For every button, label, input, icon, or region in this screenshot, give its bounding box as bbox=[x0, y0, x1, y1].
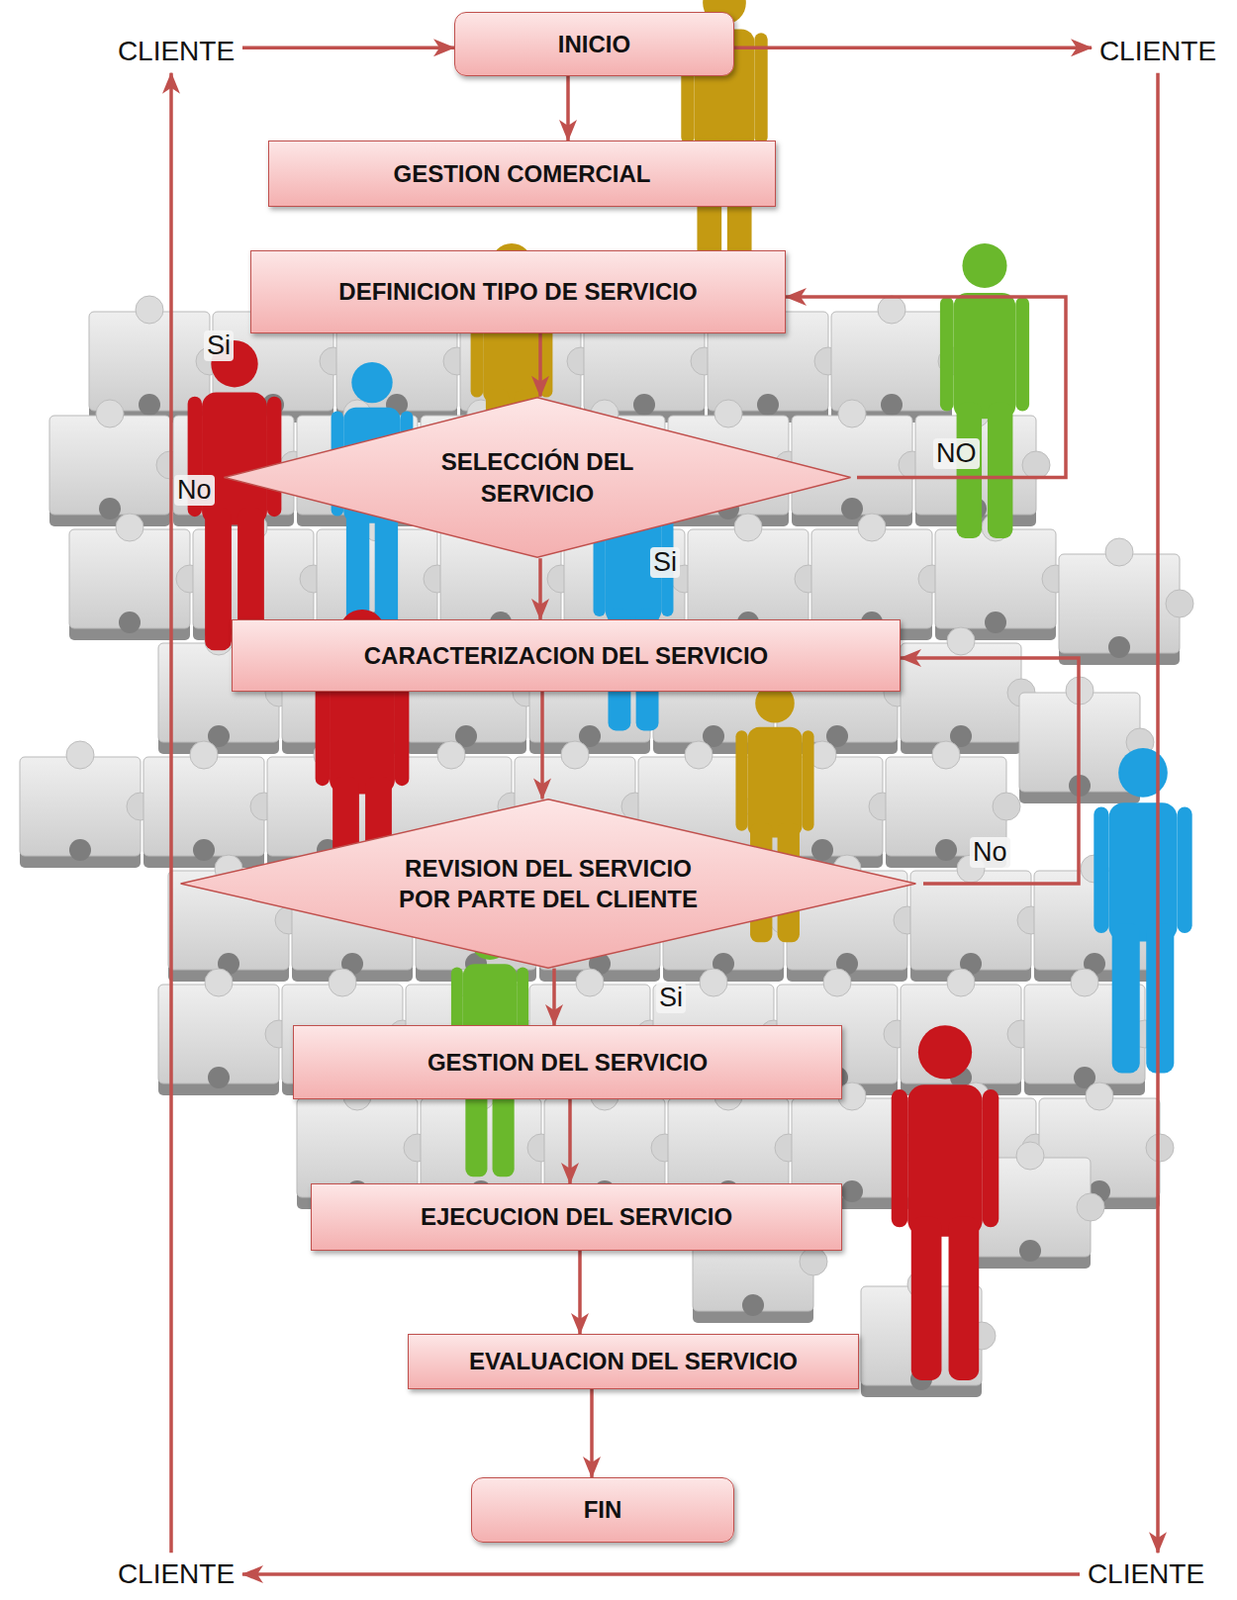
decision-diamond: SELECCIÓN DEL SERVICIO bbox=[217, 395, 857, 560]
step-text: GESTION DEL SERVICIO bbox=[427, 1046, 708, 1078]
puzzle-tiles bbox=[791, 399, 927, 527]
branch-label: No bbox=[174, 475, 215, 506]
step-text: REVISION DEL SERVICIO POR PARTE DEL CLIE… bbox=[387, 853, 710, 915]
client-text: CLIENTE bbox=[1099, 34, 1217, 69]
step-text: DEFINICION TIPO DE SERVICIO bbox=[338, 276, 697, 307]
puzzle-tiles bbox=[49, 399, 185, 527]
branch-label: No bbox=[969, 837, 1011, 868]
branch-label: Si bbox=[656, 982, 686, 1014]
flow-arrow bbox=[540, 691, 545, 799]
process-box: GESTION DEL SERVICIO bbox=[292, 1025, 843, 1100]
client-label: CLIENTE bbox=[109, 29, 243, 74]
people-figures bbox=[940, 243, 1030, 539]
process-box: EVALUACION DEL SERVICIO bbox=[407, 1333, 859, 1390]
flow-arrow bbox=[538, 558, 543, 620]
puzzle-tiles bbox=[19, 741, 155, 868]
flow-arrow bbox=[242, 1572, 1080, 1577]
process-box: DEFINICION TIPO DE SERVICIO bbox=[250, 250, 786, 334]
step-text: SELECCIÓN DEL SERVICIO bbox=[403, 446, 671, 508]
people-figures bbox=[891, 1025, 1000, 1381]
flow-arrow bbox=[589, 1389, 594, 1478]
step-text: CARACTERIZACION DEL SERVICIO bbox=[364, 640, 768, 671]
decision-diamond: REVISION DEL SERVICIO POR PARTE DEL CLIE… bbox=[173, 797, 924, 970]
client-text: CLIENTE bbox=[1087, 1557, 1205, 1592]
client-label: CLIENTE bbox=[1079, 1552, 1213, 1597]
puzzle-tiles bbox=[158, 968, 293, 1096]
branch-label: NO bbox=[933, 438, 980, 470]
client-text: CLIENTE bbox=[117, 1557, 235, 1592]
flow-arrow bbox=[1155, 73, 1160, 1553]
flow-arrow bbox=[538, 333, 543, 397]
flow-arrow bbox=[785, 296, 1066, 478]
puzzle-tiles bbox=[143, 741, 279, 868]
diamond-outline bbox=[217, 395, 857, 560]
diamond-outline bbox=[173, 797, 924, 970]
people-figures bbox=[188, 0, 1193, 1381]
puzzle-tiles bbox=[1058, 538, 1194, 666]
puzzle-tiles bbox=[900, 627, 1036, 755]
flow-arrow bbox=[568, 1099, 572, 1184]
flow-arrow bbox=[900, 658, 1079, 884]
process-box: EJECUCION DEL SERVICIO bbox=[310, 1183, 843, 1251]
flow-arrow bbox=[169, 73, 174, 1553]
puzzle-tiles bbox=[69, 513, 204, 641]
terminal-box: FIN bbox=[471, 1477, 735, 1543]
diamond-outline bbox=[181, 799, 917, 969]
client-text: CLIENTE bbox=[117, 34, 235, 69]
client-label: CLIENTE bbox=[1091, 29, 1225, 74]
step-text: INICIO bbox=[558, 28, 631, 60]
step-text: GESTION COMERCIAL bbox=[392, 158, 651, 190]
flow-arrow bbox=[566, 76, 571, 141]
process-box: CARACTERIZACION DEL SERVICIO bbox=[231, 619, 901, 692]
puzzle-tiles bbox=[910, 855, 1046, 982]
branch-label: Si bbox=[650, 547, 680, 578]
terminal-box: INICIO bbox=[454, 11, 735, 77]
puzzle-tiles bbox=[19, 295, 1194, 1398]
step-text: EVALUACION DEL SERVICIO bbox=[469, 1345, 798, 1377]
flow-arrow bbox=[734, 46, 1092, 51]
flow-arrow bbox=[577, 1250, 582, 1334]
flow-arrow bbox=[552, 968, 557, 1026]
step-text: EJECUCION DEL SERVICIO bbox=[420, 1201, 733, 1233]
branch-label: Si bbox=[203, 330, 234, 362]
puzzle-tiles bbox=[900, 968, 1036, 1096]
puzzle-tiles bbox=[885, 741, 1021, 868]
step-text: FIN bbox=[583, 1494, 623, 1525]
people-figures bbox=[1093, 748, 1192, 1073]
people-figures bbox=[188, 340, 283, 651]
diamond-outline bbox=[223, 397, 851, 559]
process-box: GESTION COMERCIAL bbox=[268, 140, 776, 207]
flow-arrow bbox=[242, 46, 455, 51]
client-label: CLIENTE bbox=[109, 1552, 243, 1597]
